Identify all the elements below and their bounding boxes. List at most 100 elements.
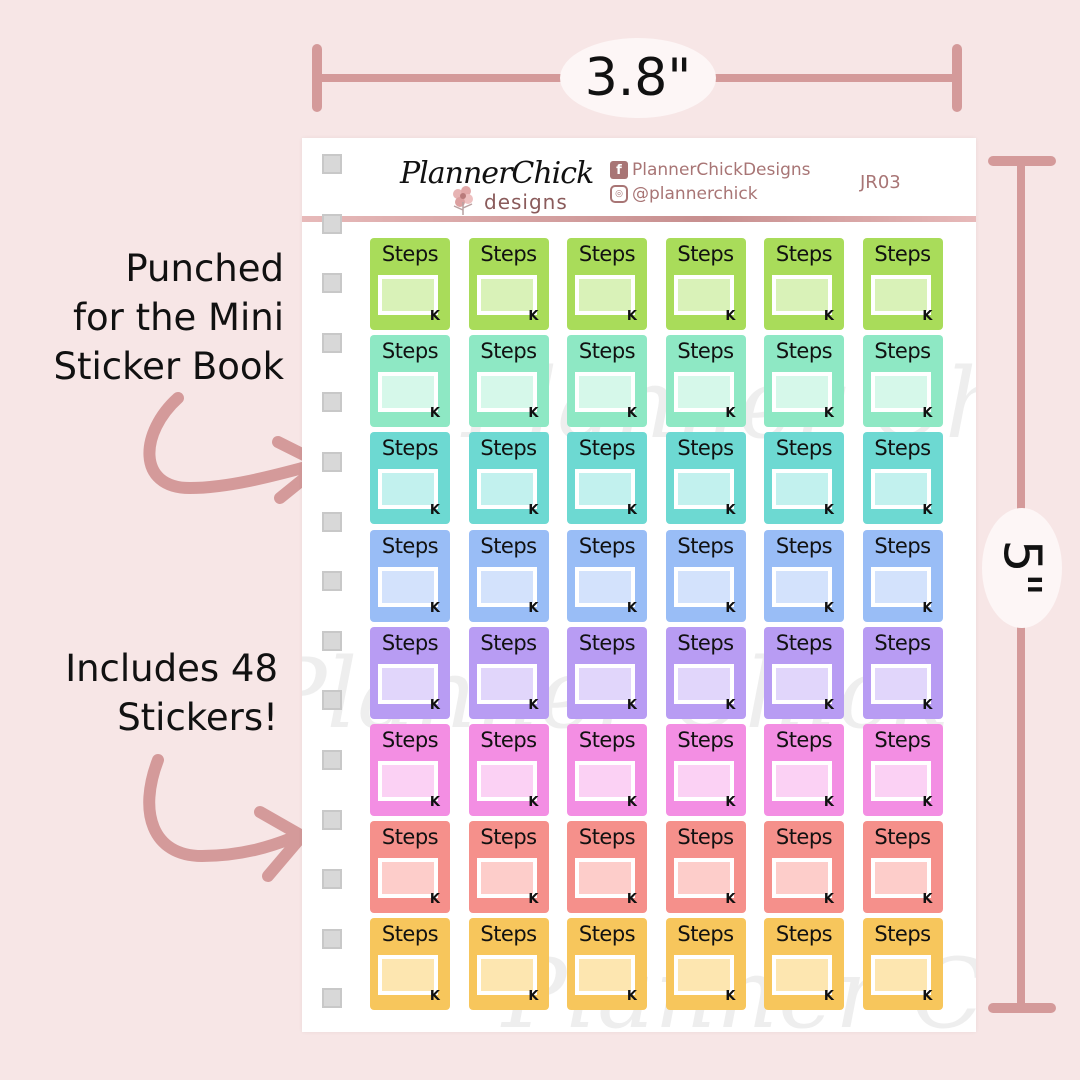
- sticker-label: Steps: [874, 339, 931, 364]
- write-in-box: [378, 858, 438, 899]
- sticker-unit: K: [429, 892, 440, 908]
- sticker-unit: K: [823, 309, 834, 324]
- sticker-unit: K: [626, 795, 637, 810]
- write-in-box: [476, 761, 537, 801]
- write-in-box: [772, 566, 832, 607]
- sticker-label: Steps: [874, 436, 931, 461]
- punch-hole: [322, 928, 342, 949]
- punch-hole: [322, 571, 342, 592]
- sticker-unit: K: [626, 600, 637, 616]
- write-in-box: [575, 955, 635, 996]
- facebook-handle-text: PlannerChickDesigns: [632, 160, 811, 180]
- punched-arrow-icon: [143, 392, 328, 504]
- sticker-unit: K: [626, 503, 637, 519]
- write-in-box: [870, 372, 931, 413]
- punch-hole: [322, 511, 342, 532]
- write-in-box: [476, 469, 537, 510]
- write-in-box: [378, 275, 438, 315]
- sticker-unit: K: [528, 795, 539, 810]
- sticker-unit: K: [626, 406, 637, 422]
- sticker-label: Steps: [578, 630, 636, 655]
- sticker-label: Steps: [578, 825, 636, 850]
- sticker-unit: K: [725, 989, 736, 1005]
- flower-logo-icon: [453, 186, 473, 215]
- sticker-label: Steps: [381, 339, 439, 364]
- sticker-unit: K: [725, 406, 736, 422]
- sticker-unit: K: [725, 795, 736, 810]
- sticker-label: Steps: [480, 339, 537, 364]
- write-in-box: [575, 372, 635, 413]
- sticker-unit: K: [922, 600, 933, 616]
- write-in-box: [870, 761, 931, 801]
- sticker-unit: K: [429, 697, 440, 713]
- sticker-unit: K: [823, 697, 834, 713]
- sticker-unit: K: [725, 892, 736, 908]
- width-label: 3.8": [560, 38, 716, 118]
- write-in-box: [575, 566, 635, 607]
- sticker-unit: K: [528, 892, 539, 908]
- sticker-label: Steps: [480, 825, 537, 850]
- sticker-label: Steps: [480, 728, 537, 752]
- sticker-label: Steps: [775, 922, 833, 947]
- sticker-label: Steps: [677, 533, 734, 558]
- sticker-label: Steps: [775, 339, 833, 364]
- sticker-unit: K: [725, 309, 736, 324]
- sticker-label: Steps: [775, 242, 833, 266]
- facebook-handle: f PlannerChickDesigns: [610, 160, 811, 180]
- sticker-label: Steps: [480, 242, 537, 266]
- sticker-label: Steps: [578, 339, 636, 364]
- sticker-label: Steps: [381, 825, 439, 850]
- write-in-box: [673, 275, 734, 315]
- sticker-unit: K: [823, 989, 834, 1005]
- write-in-box: [772, 275, 832, 315]
- product-code: JR03: [860, 172, 901, 193]
- write-in-box: [870, 469, 931, 510]
- sticker-unit: K: [429, 309, 440, 324]
- sticker-unit: K: [626, 309, 637, 324]
- sticker-unit: K: [626, 697, 637, 713]
- instagram-handle: ◎ @plannerchick: [610, 184, 758, 204]
- sticker-label: Steps: [381, 436, 439, 461]
- punch-hole: [322, 630, 342, 651]
- punch-hole: [322, 332, 342, 353]
- write-in-box: [673, 761, 734, 801]
- punched-callout: Punched for the Mini Sticker Book: [53, 247, 284, 388]
- sticker-unit: K: [823, 406, 834, 422]
- instagram-handle-text: @plannerchick: [632, 184, 758, 204]
- punch-hole: [322, 809, 342, 830]
- sticker-label: Steps: [381, 242, 439, 266]
- sticker-unit: K: [922, 795, 933, 810]
- punch-hole: [322, 154, 342, 174]
- sticker-label: Steps: [677, 436, 734, 461]
- instagram-icon: ◎: [610, 185, 628, 203]
- sticker-label: Steps: [381, 630, 439, 655]
- write-in-box: [378, 761, 438, 801]
- sticker-unit: K: [528, 989, 539, 1005]
- write-in-box: [772, 372, 832, 413]
- sticker-label: Steps: [480, 533, 537, 558]
- write-in-box: [575, 761, 635, 801]
- write-in-box: [673, 858, 734, 899]
- write-in-box: [673, 469, 734, 510]
- sticker-unit: K: [725, 697, 736, 713]
- sticker-label: Steps: [874, 242, 931, 266]
